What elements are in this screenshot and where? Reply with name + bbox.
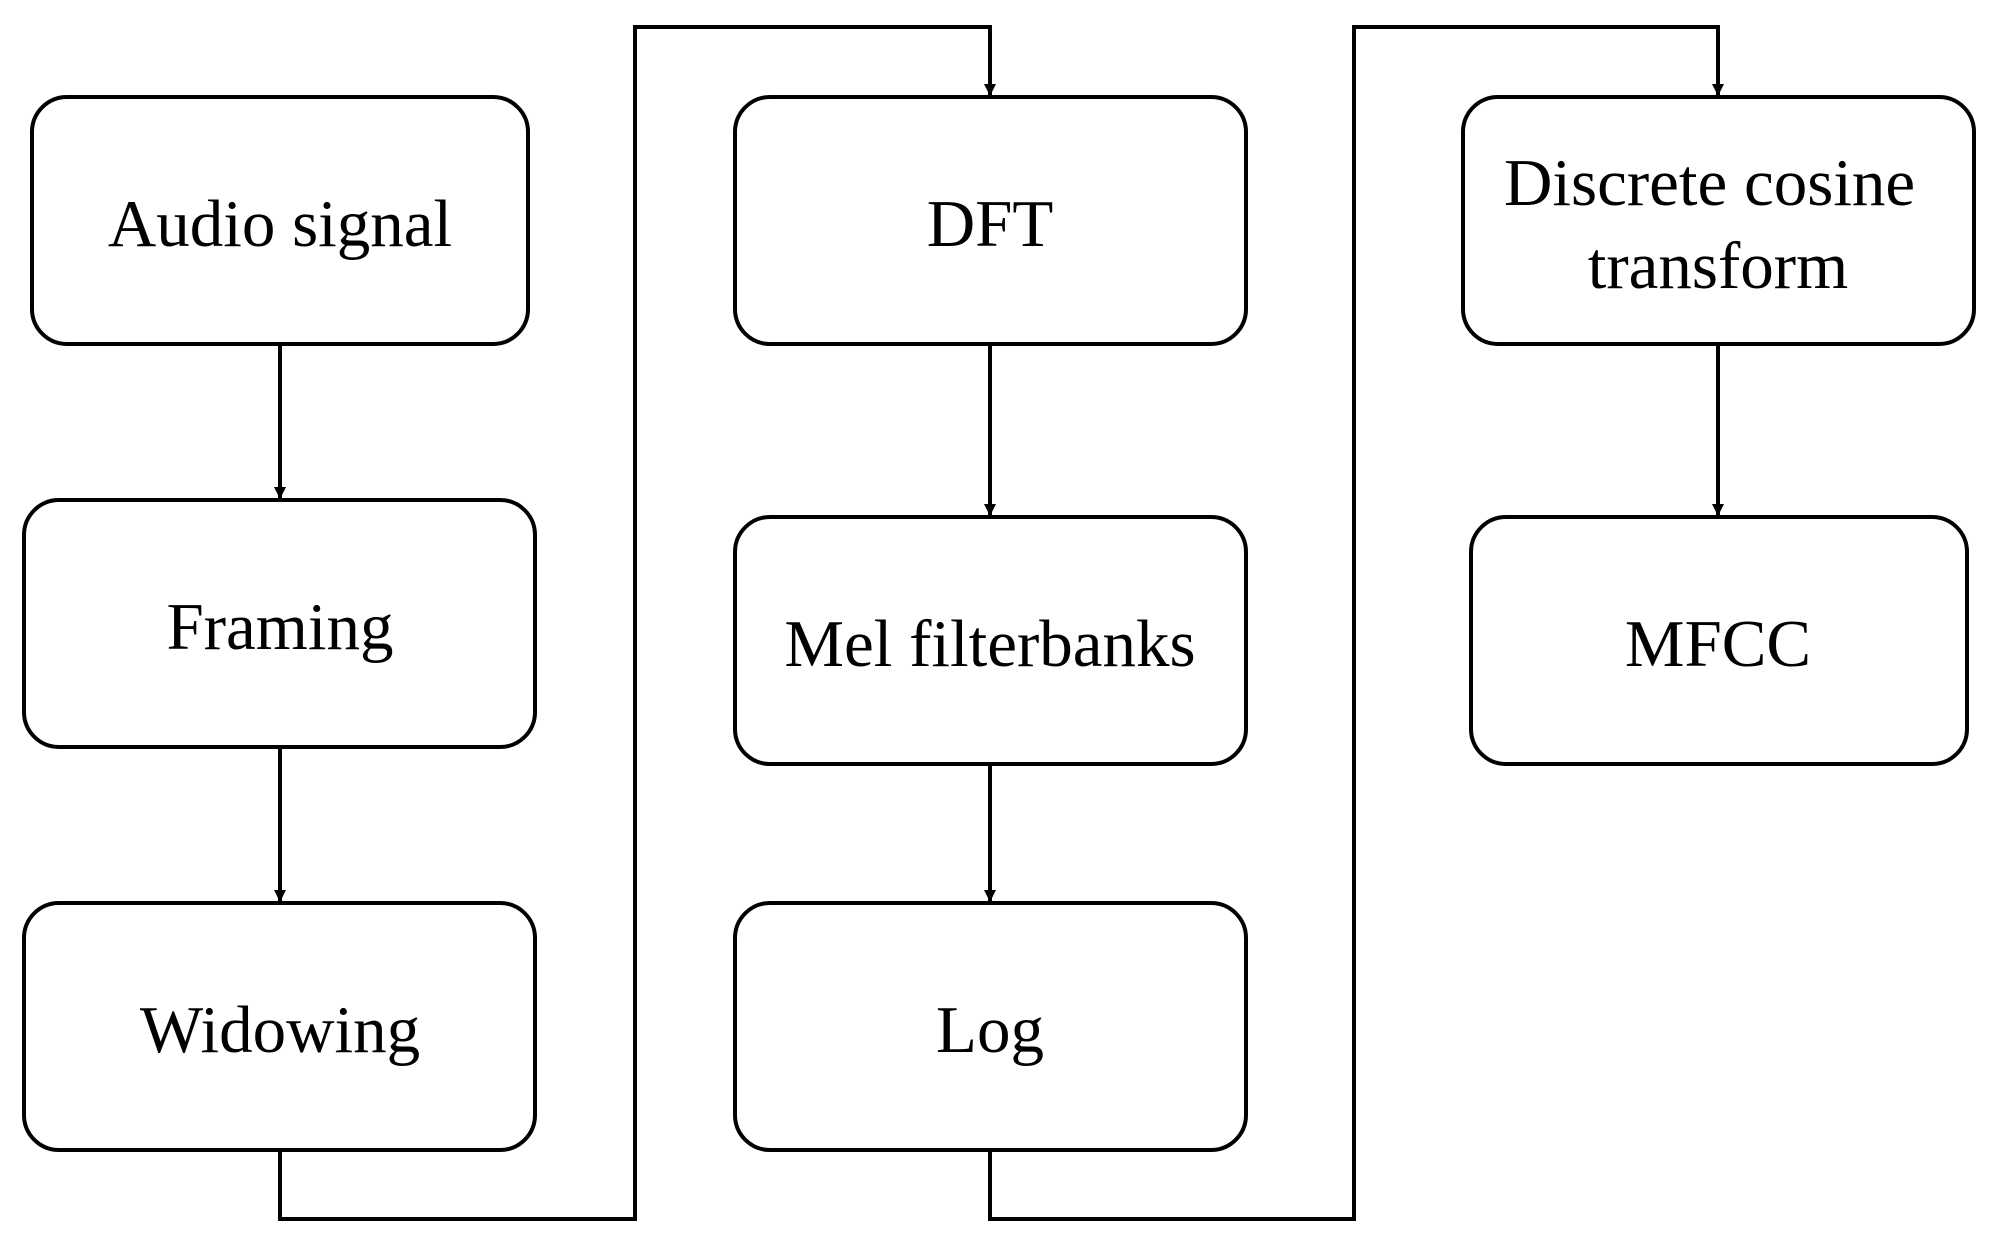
node-framing-label: Framing [166,590,393,664]
dct-label-line-1: Discrete cosine [1504,146,1915,220]
node-log-label: Log [936,993,1044,1067]
node-mel-filterbanks: Mel filterbanks [733,515,1248,766]
node-discrete-cosine-transform-label: Discrete cosine transform [1504,146,1932,303]
node-discrete-cosine-transform: Discrete cosine transform [1461,95,1976,346]
node-audio-signal-label: Audio signal [108,187,452,261]
edge-log-to-dct [988,25,1724,1221]
edge-widowing-to-dft [278,25,996,1221]
node-widowing: Widowing [22,901,537,1152]
dct-label-line-2: transform [1588,229,1848,303]
node-mfcc-box [1469,515,1969,766]
node-dft: DFT [733,95,1248,346]
node-log: Log [733,901,1248,1152]
node-mel-filterbanks-label: Mel filterbanks [784,607,1195,681]
node-discrete-cosine-transform-box [1461,95,1976,346]
node-framing: Framing [22,498,537,749]
node-widowing-label: Widowing [140,993,420,1067]
node-mfcc-label: MFCC [1625,607,1811,681]
node-mfcc: MFCC [1469,515,1969,766]
node-audio-signal: Audio signal [30,95,530,346]
node-dft-label: DFT [927,187,1054,261]
